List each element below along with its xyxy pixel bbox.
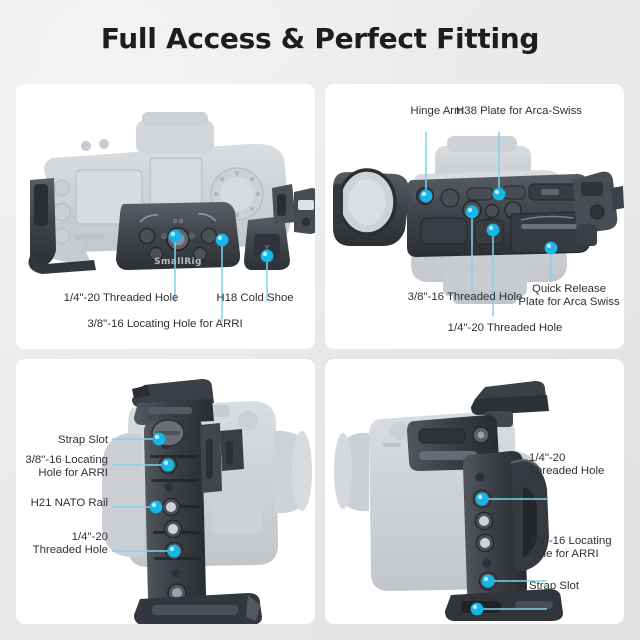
cage-bottom-plate [445, 589, 563, 621]
callout-label-h21-nato-rail: H21 NATO Rail [30, 497, 108, 509]
callout-label-threequarter-thread: 3/8"-16 Threaded Hole [407, 291, 523, 303]
panel-bottom-right: 1/4"-20 Threaded Hole 3/8"-16 Locating H… [325, 359, 624, 624]
cage-mid-bracket [200, 423, 244, 493]
callout-label-arri-locating: 3/8"-16 Locating Hole for ARRI [529, 535, 612, 561]
svg-text:⌀ ⌀: ⌀ ⌀ [173, 218, 183, 225]
callout-label-h18-cold-shoe: H18 Cold Shoe [216, 292, 294, 304]
cage-left-arm [28, 178, 96, 274]
svg-text:SmallRig: SmallRig [154, 257, 202, 267]
illustration-top-view: ⌀ ⌀ SmallRig Y [16, 84, 315, 349]
callout-markers [112, 432, 181, 558]
panel-bottom-left: Strap Slot 3/8"-16 Locating Hole for ARR… [16, 359, 315, 624]
callout-label-hinge-arm: Hinge Arm [410, 105, 464, 117]
cage-bottom-plate [134, 593, 262, 624]
callout-markers [168, 229, 274, 322]
callout-label-quarter-thread: 1/4"-20 Threaded Hole [32, 531, 108, 557]
callout-label-strap-slot: Strap Slot [57, 434, 108, 446]
callout-label-arri-locating: 3/8"-16 Locating Hole for ARRI [87, 318, 243, 330]
callout-label-h38-plate: H38 Plate for Arca-Swiss [456, 105, 582, 117]
cage-top-bar [132, 379, 214, 425]
callout-markers [470, 492, 547, 616]
callout-label-strap-slot: Strap Slot [529, 580, 580, 592]
cage-grip-cutout [510, 459, 549, 571]
illustration-left-side-view [16, 359, 315, 624]
page-title: Full Access & Perfect Fitting [100, 22, 540, 55]
cage-side-plate [144, 417, 206, 609]
cage-right-accessory [573, 171, 624, 246]
callout-label-quarter-thread: 1/4"-20 Threaded Hole [529, 452, 605, 478]
svg-text:Y: Y [265, 245, 270, 252]
panel-top-left: ⌀ ⌀ SmallRig Y [16, 84, 315, 349]
panel-grid: ⌀ ⌀ SmallRig Y [16, 84, 624, 624]
callout-label-arri-locating: 3/8"-16 Locating Hole for ARRI [25, 454, 108, 480]
callout-label-quarter-thread: 1/4"-20 Threaded Hole [447, 322, 563, 334]
callout-label-quick-release-plate: Quick Release Plate for Arca Swiss [518, 283, 620, 309]
panel-top-right: Hinge Arm H38 Plate for Arca-Swiss 3/8"-… [325, 84, 624, 349]
illustration-bottom-view [325, 84, 624, 349]
callout-markers [419, 132, 558, 316]
illustration-right-side-view [325, 359, 624, 624]
cage-right-arm: Y [244, 184, 315, 270]
callout-label-quarter-thread: 1/4"-20 Threaded Hole [63, 292, 179, 304]
